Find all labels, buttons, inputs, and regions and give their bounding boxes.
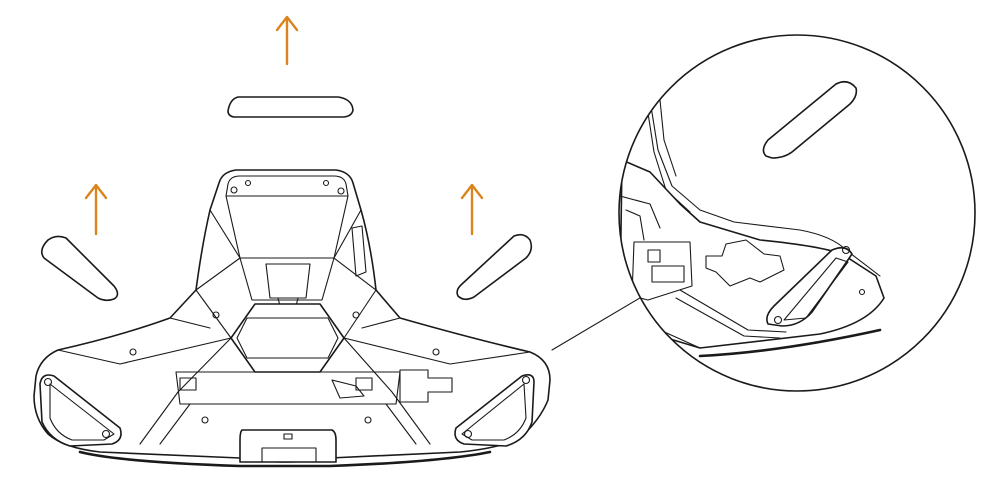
pad-top (227, 96, 354, 118)
callout-leader (551, 291, 651, 351)
device-underside (33, 169, 551, 468)
arrow-up-right (460, 183, 484, 236)
pad-left (40, 235, 119, 302)
arrow-up-left (84, 183, 108, 236)
detail-contents (619, 80, 885, 358)
detail-magnifier (618, 34, 976, 392)
arrow-up-top (275, 15, 299, 66)
pad-right (456, 233, 533, 301)
